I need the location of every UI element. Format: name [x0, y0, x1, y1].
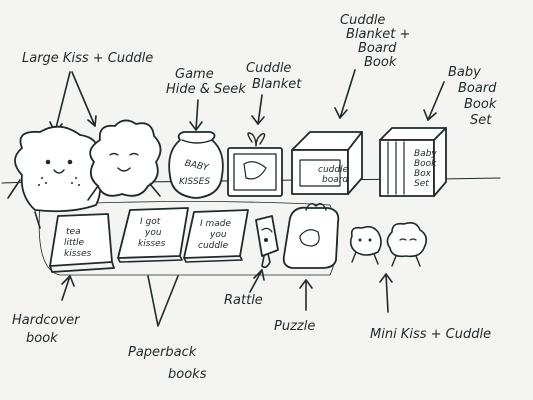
label-blanket-book-4: Book — [364, 55, 397, 70]
hardcover-book: tea little kisses — [49, 213, 115, 273]
label-blanket-book-1: Cuddle — [340, 13, 385, 28]
large-cuddle-toy — [87, 119, 162, 201]
paperback1-text-2: you — [144, 228, 162, 238]
hardcover-text-1: tea — [66, 227, 81, 237]
hide-seek-sack: BABY KISSES — [168, 131, 224, 199]
label-game-2: Hide & Seek — [166, 82, 246, 97]
label-game-1: Game — [175, 67, 214, 82]
arrow-mini — [379, 273, 393, 313]
set-text-2: Book — [414, 159, 437, 169]
baby-board-book-set: Baby Book Box Set — [379, 127, 447, 197]
rattle-toy — [255, 215, 279, 269]
set-text-1: Baby — [414, 149, 437, 159]
label-baby-set-4: Set — [470, 113, 492, 128]
label-baby-set-1: Baby — [448, 65, 481, 80]
label-baby-set-3: Book — [464, 97, 497, 112]
paperback1-text-3: kisses — [138, 239, 166, 249]
arrow-hardcover — [61, 275, 75, 301]
label-paperback-2: books — [168, 367, 207, 382]
label-blanket-book-2: Blanket + — [346, 27, 410, 42]
set-text-4: Set — [414, 179, 429, 189]
arrow-rattle — [249, 269, 265, 293]
box-text-2: board — [322, 175, 348, 185]
arrow-baby-set — [423, 81, 445, 121]
label-hardcover-1: Hardcover — [12, 313, 81, 328]
puzzle-toy — [282, 203, 340, 269]
paperback-book-1: I got you kisses — [117, 207, 189, 263]
hardcover-text-3: kisses — [64, 249, 92, 259]
cuddle-blanket-box — [227, 132, 283, 197]
paperback2-text-1: I made — [200, 219, 232, 229]
mini-kiss-toy — [349, 225, 382, 265]
label-hardcover-2: book — [26, 331, 58, 346]
arrow-large-kiss — [49, 71, 97, 133]
arrow-paperback — [147, 275, 179, 327]
set-text-3: Box — [414, 169, 432, 179]
label-baby-set-2: Board — [458, 81, 497, 96]
blanket-board-book-box: cuddle board — [291, 131, 363, 195]
label-blanket-book-3: Board — [358, 41, 397, 56]
label-cuddle-blanket-1: Cuddle — [246, 61, 291, 76]
label-puzzle: Puzzle — [274, 319, 315, 334]
paperback-book-2: I made you cuddle — [183, 209, 249, 263]
label-rattle: Rattle — [224, 293, 263, 308]
arrow-puzzle — [299, 279, 313, 311]
paperback2-text-3: cuddle — [198, 241, 229, 251]
label-mini-kiss-cuddle: Mini Kiss + Cuddle — [370, 327, 491, 342]
arrow-game — [189, 99, 203, 131]
label-cuddle-blanket-2: Blanket — [252, 77, 302, 92]
sack-text-2: KISSES — [179, 177, 210, 187]
large-kiss-toy — [7, 125, 102, 229]
hardcover-text-2: little — [64, 238, 85, 248]
arrow-cuddle-blanket — [251, 94, 265, 125]
label-paperback-1: Paperback — [128, 345, 197, 360]
mini-cuddle-toy — [386, 222, 428, 267]
box-text-1: cuddle — [318, 165, 349, 175]
paperback1-text-1: I got — [140, 217, 161, 227]
label-large-kiss-cuddle: Large Kiss + Cuddle — [22, 51, 153, 66]
arrow-blanket-book — [334, 69, 356, 119]
paperback2-text-2: you — [209, 230, 227, 240]
